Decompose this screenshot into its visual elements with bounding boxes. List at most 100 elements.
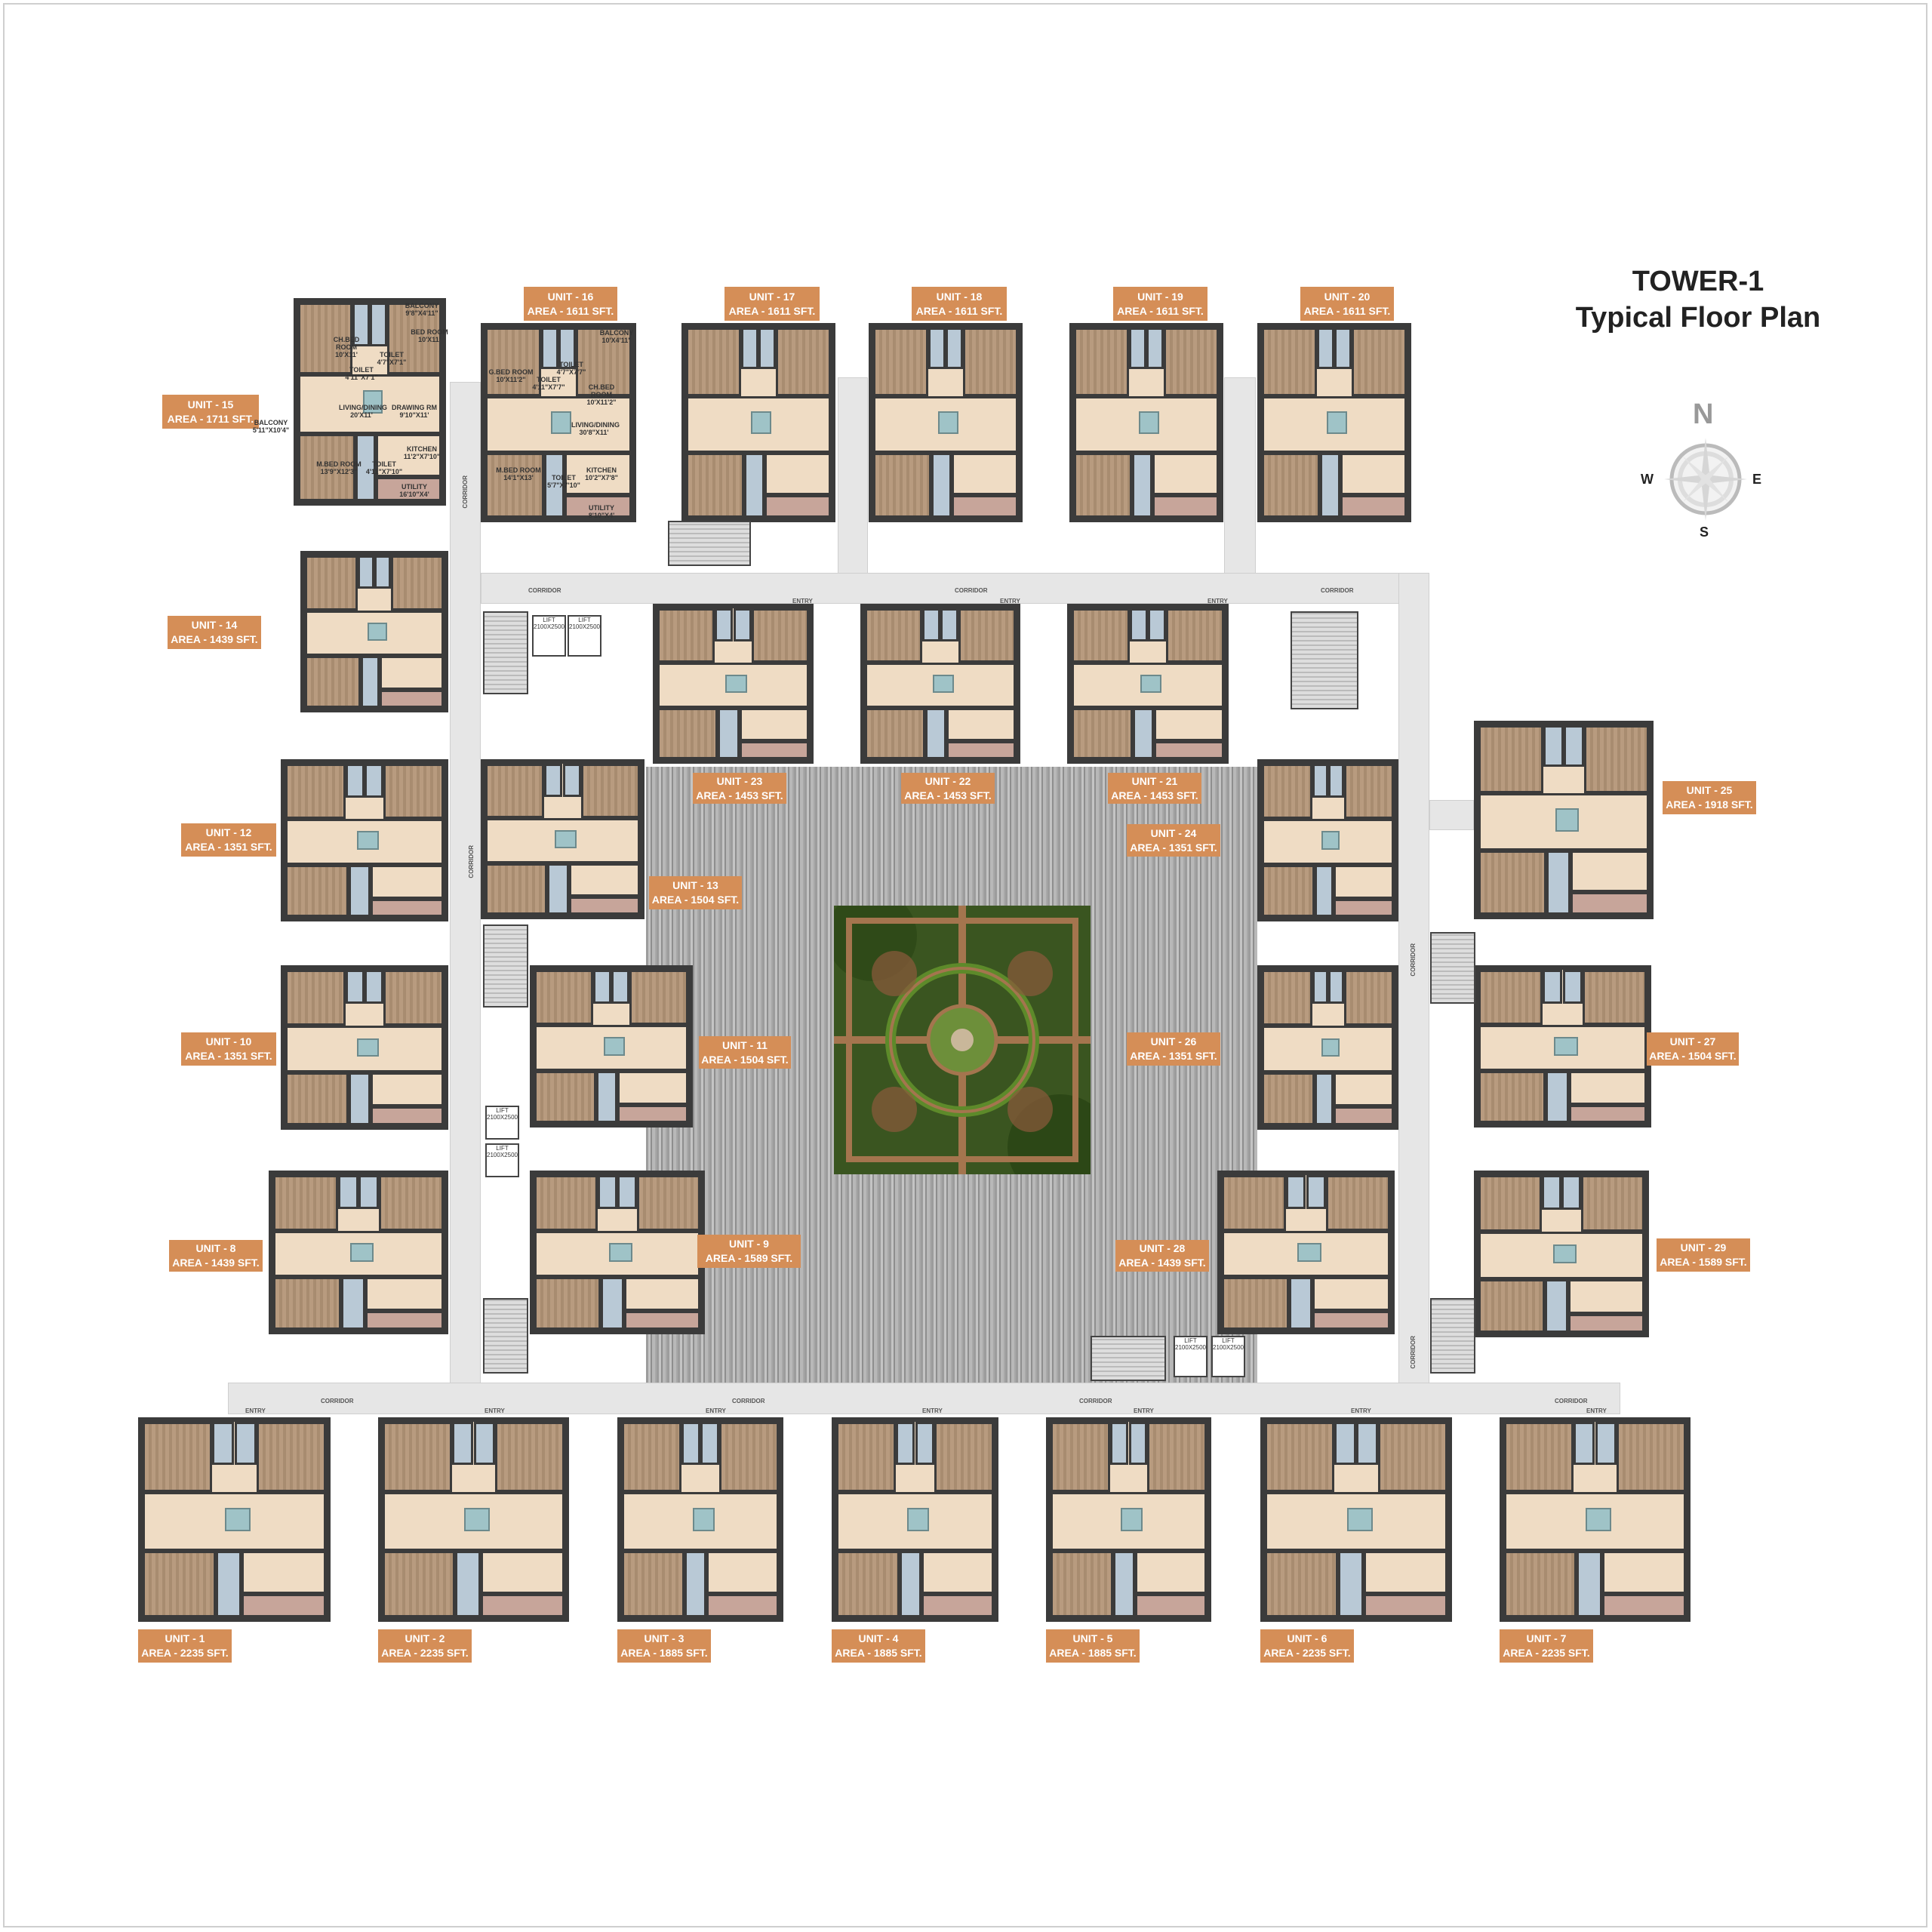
living-dining-room <box>1478 1025 1647 1071</box>
dining-table-icon <box>725 675 747 693</box>
unit-14-floor-plan[interactable] <box>300 551 448 712</box>
unit-area: AREA - 2235 SFT. <box>1263 1647 1351 1659</box>
master-bedroom-room <box>305 656 361 708</box>
toilet-room <box>1146 328 1164 370</box>
tower-title: TOWER-1 <box>1632 266 1764 297</box>
utility-room <box>951 494 1018 518</box>
bedroom-room <box>657 608 715 663</box>
dining-table-icon <box>1554 1037 1578 1056</box>
toilet-room <box>617 1175 638 1210</box>
bedroom-room <box>836 1422 897 1493</box>
bedroom-room <box>686 328 741 396</box>
bedroom-room <box>629 970 688 1026</box>
unit-25-floor-plan[interactable] <box>1474 721 1654 919</box>
unit-6-floor-plan[interactable] <box>1260 1417 1452 1622</box>
dining-table-icon <box>1555 808 1580 832</box>
bedroom-room <box>622 1422 682 1493</box>
unit-8-floor-plan[interactable] <box>269 1171 448 1334</box>
unit-20-floor-plan[interactable] <box>1257 323 1411 522</box>
master-bedroom-room <box>1478 850 1547 915</box>
unit-24-floor-plan[interactable] <box>1257 759 1398 921</box>
unit-16-floor-plan[interactable] <box>481 323 636 522</box>
unit-7-floor-plan[interactable] <box>1500 1417 1690 1622</box>
unit-area: AREA - 1453 SFT. <box>696 789 783 801</box>
bedroom-room <box>485 764 544 818</box>
unit-area: AREA - 1504 SFT. <box>701 1053 789 1066</box>
dining-table-icon <box>1121 1507 1143 1532</box>
master-bedroom-room <box>873 453 931 518</box>
unit-12-floor-plan[interactable] <box>281 759 448 921</box>
unit-17-floor-plan[interactable] <box>681 323 835 522</box>
unit-22-floor-plan[interactable] <box>860 604 1020 764</box>
toilet-room <box>1334 1422 1356 1465</box>
unit-number: UNIT - 7 <box>1526 1632 1567 1644</box>
unit-15-floor-plan[interactable] <box>294 298 446 506</box>
compass-north: N <box>1693 398 1714 430</box>
master-bedroom-room <box>383 1550 456 1617</box>
bedroom-room <box>1326 1175 1390 1231</box>
unit-number: UNIT - 5 <box>1072 1632 1113 1644</box>
toilet-room <box>899 1550 921 1617</box>
toilet-room <box>931 453 952 518</box>
toilet-room <box>562 764 582 797</box>
unit-4-floor-plan[interactable] <box>832 1417 998 1622</box>
unit-27-floor-plan[interactable] <box>1474 965 1651 1128</box>
dining-table-icon <box>907 1507 930 1532</box>
unit-2-floor-plan[interactable] <box>378 1417 569 1622</box>
unit-16-room-label: TOILET 4'11"X7'7" <box>532 376 565 391</box>
unit-area: AREA - 1351 SFT. <box>1130 1050 1217 1062</box>
unit-number: UNIT - 13 <box>672 879 718 891</box>
bedroom-room <box>1504 1422 1574 1493</box>
entry-label: ENTRY <box>1586 1407 1607 1414</box>
unit-number: UNIT - 9 <box>729 1238 769 1250</box>
bedroom-room <box>383 764 444 820</box>
corridor-label: CORRIDOR <box>468 845 475 878</box>
living-dining-room <box>1265 1492 1447 1551</box>
dining-table-icon <box>367 622 387 641</box>
unit-16-room-label: TOILET 5'7"X7'10" <box>547 474 580 489</box>
toilet-room <box>451 1422 474 1465</box>
corridor-label: CORRIDOR <box>321 1398 354 1404</box>
compass-east: E <box>1752 472 1762 487</box>
unit-area: AREA - 1453 SFT. <box>904 789 992 801</box>
master-bedroom-room <box>285 864 349 917</box>
unit-19-floor-plan[interactable] <box>1069 323 1223 522</box>
unit-5-floor-plan[interactable] <box>1046 1417 1211 1622</box>
unit-area: AREA - 1439 SFT. <box>171 633 258 645</box>
unit-area: AREA - 2235 SFT. <box>1503 1647 1590 1659</box>
corridor-label: CORRIDOR <box>1410 1336 1417 1369</box>
unit-23-floor-plan[interactable] <box>653 604 814 764</box>
bedroom-room <box>1581 1175 1644 1232</box>
utility-room <box>764 494 831 518</box>
master-bedroom-room <box>485 863 547 915</box>
unit-9-floor-plan[interactable] <box>530 1171 705 1334</box>
utility-room <box>1152 494 1219 518</box>
unit-number: UNIT - 1 <box>165 1632 205 1644</box>
unit-28-floor-plan[interactable] <box>1217 1171 1395 1334</box>
master-bedroom-room <box>865 708 925 759</box>
unit-21-floor-plan[interactable] <box>1067 604 1229 764</box>
bedroom-room <box>934 1422 994 1493</box>
unit-13-floor-plan[interactable] <box>481 759 645 919</box>
unit-29-floor-plan[interactable] <box>1474 1171 1649 1337</box>
unit-3-floor-plan[interactable] <box>617 1417 783 1622</box>
toilet-room <box>216 1550 242 1617</box>
living-dining-room <box>383 1492 565 1551</box>
unit-1-floor-plan[interactable] <box>138 1417 331 1622</box>
unit-number: UNIT - 14 <box>191 619 238 631</box>
toilet-room <box>611 970 630 1004</box>
unit-number: UNIT - 4 <box>858 1632 899 1644</box>
bedroom-room <box>386 303 441 374</box>
living-dining-room <box>622 1492 779 1551</box>
bedroom-room <box>285 970 346 1026</box>
toilet-room <box>1148 608 1167 641</box>
unit-26-floor-plan[interactable] <box>1257 965 1398 1130</box>
unit-11-floor-plan[interactable] <box>530 965 693 1128</box>
corridor-label: CORRIDOR <box>1410 943 1417 977</box>
master-bedroom-room <box>1051 1550 1113 1617</box>
unit-18-floor-plan[interactable] <box>869 323 1023 522</box>
unit-10-floor-plan[interactable] <box>281 965 448 1130</box>
living-dining-room <box>1072 663 1224 708</box>
